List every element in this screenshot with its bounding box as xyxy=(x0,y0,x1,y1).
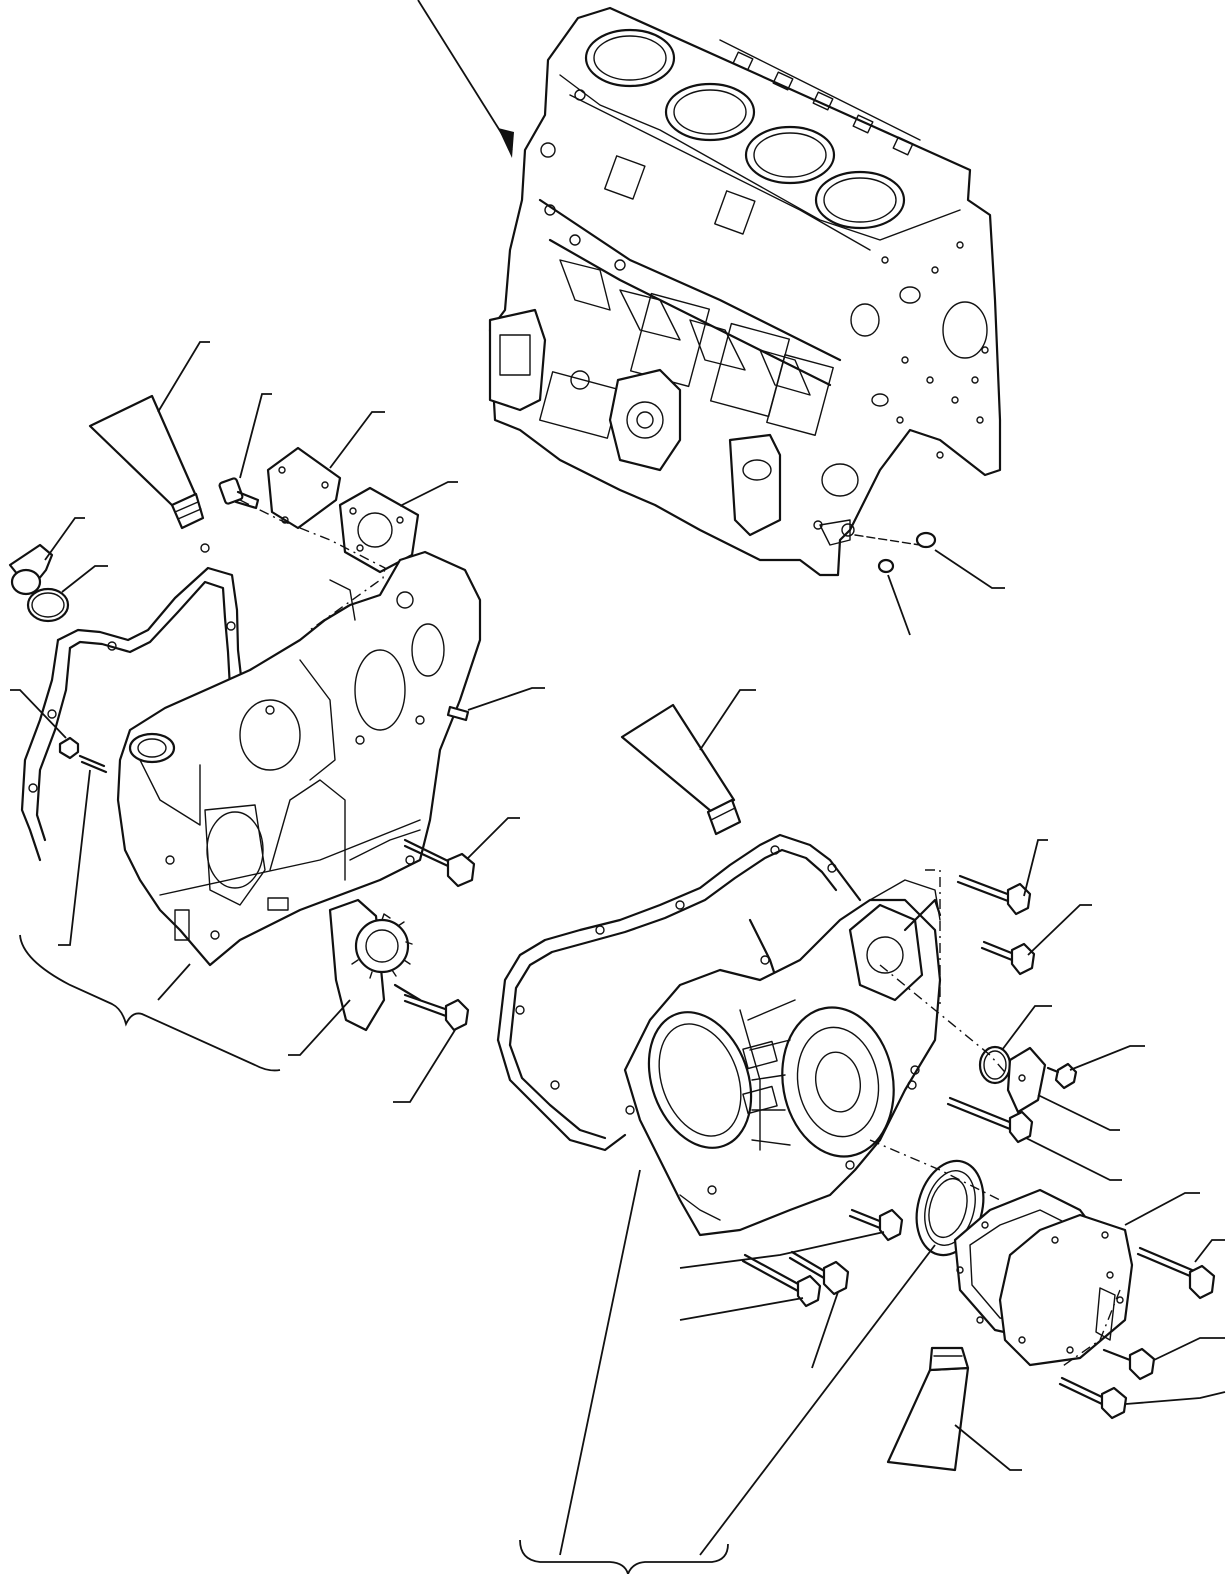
oil-pump xyxy=(328,898,422,1032)
filler-cap xyxy=(8,543,54,596)
cover-bolt-long-a xyxy=(956,874,1032,916)
oil-pump-bolt xyxy=(403,993,470,1032)
pump-cover xyxy=(998,1213,1134,1367)
block-pointer-arrow xyxy=(417,0,514,158)
right-assembly-brace xyxy=(519,1539,729,1574)
front-cover xyxy=(623,879,942,1237)
gear-case-gasket-left xyxy=(20,543,244,862)
cylinder-block xyxy=(488,6,1002,577)
lower-bolt-c xyxy=(788,1250,850,1296)
filler-o-ring xyxy=(26,587,70,623)
lower-bolt-a xyxy=(848,1208,904,1242)
pump-cover-bolt-a xyxy=(1136,1246,1216,1300)
sealant-tube-middle xyxy=(620,703,742,836)
lower-bolt-b xyxy=(741,1253,822,1308)
inspection-cover-gasket xyxy=(338,486,420,574)
sealant-tube-upper-left xyxy=(88,394,205,530)
small-o-ring-a xyxy=(915,531,937,549)
sealant-tube-lower-right xyxy=(886,1346,970,1472)
pump-cover-bolt-b xyxy=(1102,1347,1156,1381)
dowel-pin xyxy=(446,705,470,722)
small-o-ring-b xyxy=(877,558,895,574)
breather-bolt xyxy=(218,477,260,510)
small-plate-bolt xyxy=(1046,1062,1078,1090)
small-plate xyxy=(1006,1046,1047,1114)
pump-cover-bolt-c xyxy=(1058,1376,1128,1420)
stud-left xyxy=(78,754,108,774)
plate-o-ring xyxy=(978,1045,1012,1085)
nut-left xyxy=(58,736,80,760)
inspection-cover-plate xyxy=(266,446,342,530)
cover-bolt-short-a xyxy=(980,940,1036,976)
gear-case-left xyxy=(116,550,482,967)
left-assembly-brace xyxy=(19,934,281,1072)
cover-bolt-long-b xyxy=(946,1096,1034,1144)
gear-case-bolt-left xyxy=(403,838,476,888)
